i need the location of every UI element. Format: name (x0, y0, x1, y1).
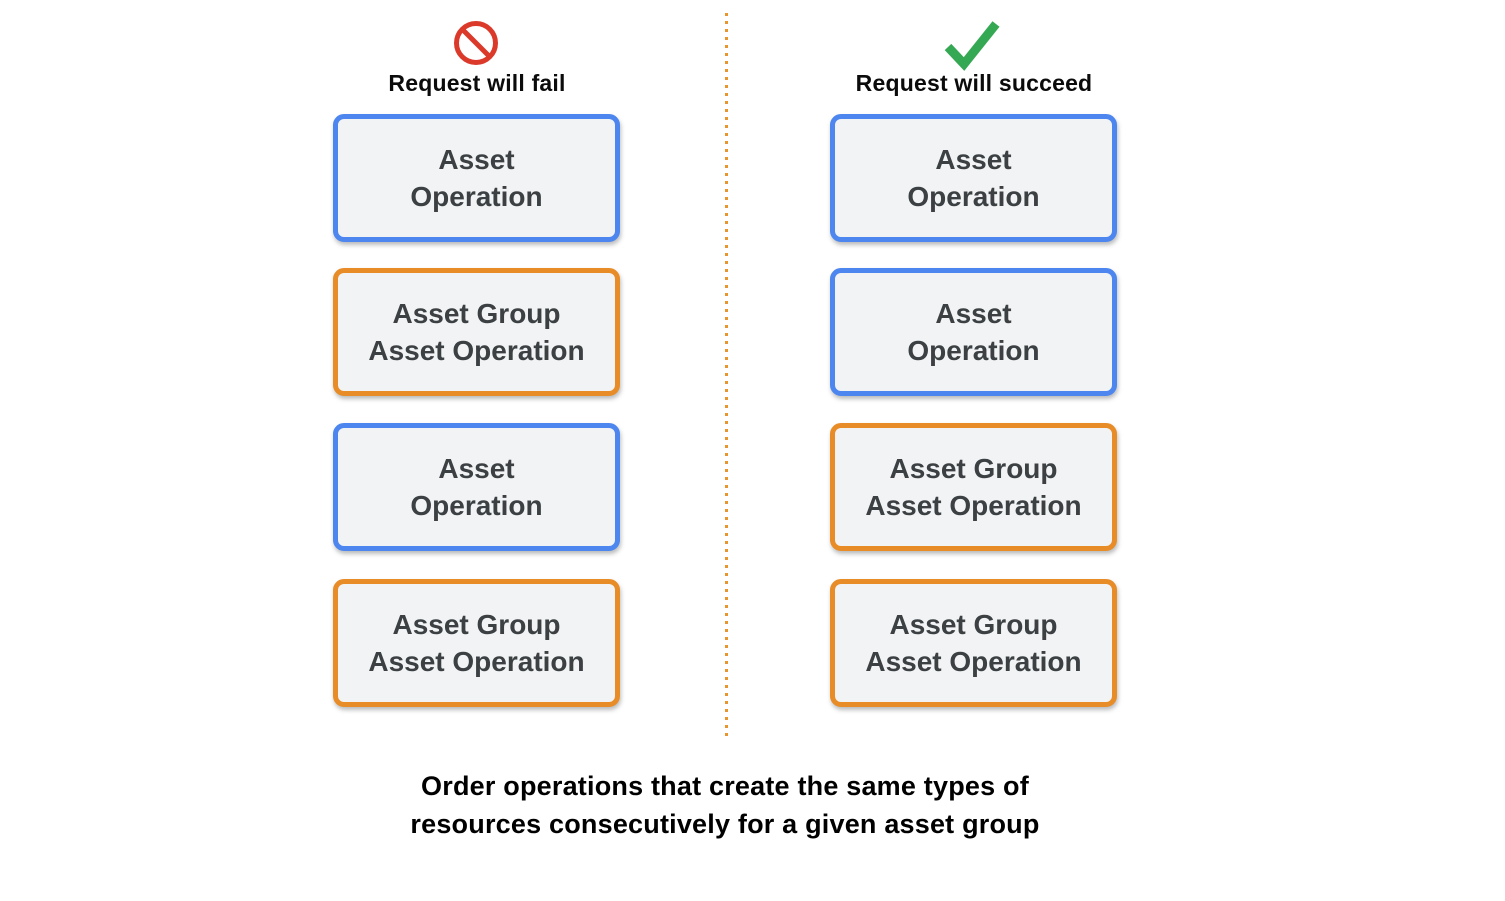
asset-group-asset-operation-box: Asset Group Asset Operation (333, 268, 620, 396)
diagram-caption: Order operations that create the same ty… (410, 771, 1040, 839)
fail-column-header: Request will fail (388, 70, 566, 96)
prohibition-icon (453, 20, 499, 71)
asset-operation-box: Asset Operation (830, 114, 1117, 242)
asset-group-asset-operation-box: Asset Group Asset Operation (830, 423, 1117, 551)
succeed-column-header: Request will succeed (855, 70, 1093, 96)
asset-group-asset-operation-box: Asset Group Asset Operation (333, 579, 620, 707)
asset-operation-box: Asset Operation (333, 423, 620, 551)
asset-group-asset-operation-box: Asset Group Asset Operation (830, 579, 1117, 707)
asset-operation-box: Asset Operation (830, 268, 1117, 396)
asset-operation-box: Asset Operation (333, 114, 620, 242)
dotted-divider (725, 13, 728, 739)
checkmark-icon (943, 16, 1001, 77)
